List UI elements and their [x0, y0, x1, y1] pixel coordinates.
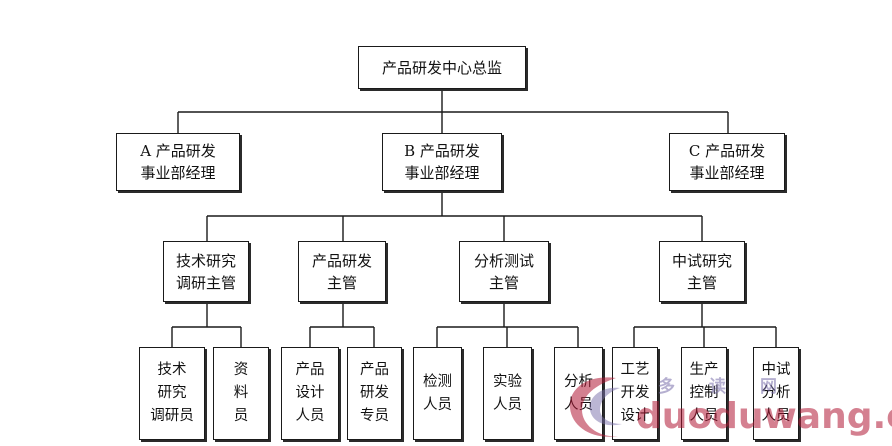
staff-node-product-designer: 产品 设计 人员 [281, 347, 339, 440]
staff-node-analyst: 分析 人员 [554, 347, 603, 440]
staff-node-production-control: 生产 控制 人员 [681, 347, 727, 440]
supervisor-node-tech-research: 技术研究 调研主管 [163, 241, 249, 302]
staff-node-tech-researcher: 技术 研究 调研员 [139, 347, 205, 440]
manager-node-a: A 产品研发 事业部经理 [116, 133, 240, 191]
root-node-director: 产品研发中心总监 [358, 46, 526, 89]
staff-node-archivist: 资 料 员 [213, 347, 269, 440]
manager-node-b: B 产品研发 事业部经理 [382, 133, 502, 191]
supervisor-node-analysis-test: 分析测试 主管 [459, 241, 549, 302]
staff-node-lab-technician: 实验 人员 [483, 347, 532, 440]
staff-node-inspector: 检测 人员 [413, 347, 462, 440]
supervisor-node-product-dev: 产品研发 主管 [298, 241, 386, 302]
staff-node-process-designer: 工艺 开发 设计 [612, 347, 658, 440]
staff-node-product-specialist: 产品 研发 专员 [347, 347, 402, 440]
supervisor-node-pilot-research: 中试研究 主管 [659, 241, 745, 302]
staff-node-pilot-analyst: 中试 分析 人员 [753, 347, 799, 440]
manager-node-c: C 产品研发 事业部经理 [669, 133, 785, 191]
